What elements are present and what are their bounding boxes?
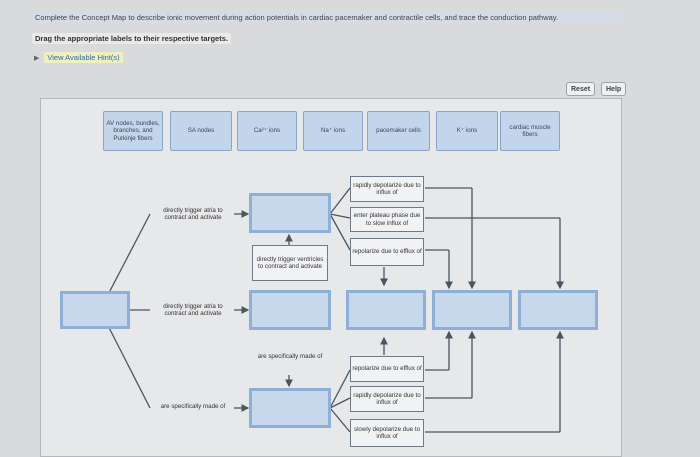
node-rapidly-depolarize-top: rapidly depolarize due to influx of — [350, 176, 424, 202]
label-cardiac-muscle-fibers[interactable]: cardiac muscle fibers — [500, 111, 560, 151]
node-repolarize-bottom: repolarize due to efflux of — [350, 356, 424, 382]
node-directly-trigger-atria-1: directly trigger atria to contract and a… — [163, 206, 223, 221]
node-rapidly-depolarize-bottom: rapidly depolarize due to influx of — [350, 386, 424, 412]
caret-right-icon: ▶ — [34, 54, 40, 62]
label-ca-ions[interactable]: Ca²⁺ ions — [237, 111, 297, 151]
instructions-text: Complete the Concept Map to describe ion… — [32, 12, 622, 23]
node-specifically-made-of-left: are specifically made of — [160, 403, 226, 411]
drop-target-right-2[interactable] — [432, 290, 512, 330]
drop-target-root[interactable] — [60, 291, 130, 329]
drop-target-mid-bottom[interactable] — [249, 388, 331, 428]
hints-toggle[interactable]: ▶ View Available Hint(s) — [34, 52, 123, 63]
node-directly-trigger-atria-2: directly trigger atria to contract and a… — [163, 302, 223, 317]
node-slowly-depolarize: slowly depolarize due to influx of — [350, 419, 424, 447]
drop-target-right-1[interactable] — [346, 290, 426, 330]
hints-link[interactable]: View Available Hint(s) — [44, 52, 123, 63]
drop-target-mid-center[interactable] — [249, 290, 331, 330]
drop-target-right-3[interactable] — [518, 290, 598, 330]
node-repolarize-top: repolarize due to efflux of — [350, 238, 424, 266]
concept-map-panel — [40, 98, 622, 457]
label-av-nodes[interactable]: AV nodes, bundles, branches, and Purkinj… — [103, 111, 163, 151]
label-na-ions[interactable]: Na⁺ ions — [303, 111, 363, 151]
label-sa-nodes[interactable]: SA nodes — [170, 111, 232, 151]
label-k-ions[interactable]: K⁺ ions — [436, 111, 498, 151]
drop-target-mid-top[interactable] — [249, 193, 331, 233]
drag-prompt: Drag the appropriate labels to their res… — [32, 33, 231, 44]
label-pacemaker-cells[interactable]: pacemaker cells — [367, 111, 430, 151]
node-specifically-made-of-mid: are specifically made of — [257, 353, 323, 361]
node-plateau-phase: enter plateau phase due to slow influx o… — [350, 207, 424, 232]
node-directly-trigger-ventricles: directly trigger ventricles to contract … — [252, 245, 328, 281]
help-button[interactable]: Help — [601, 82, 627, 96]
reset-button[interactable]: Reset — [566, 82, 596, 96]
